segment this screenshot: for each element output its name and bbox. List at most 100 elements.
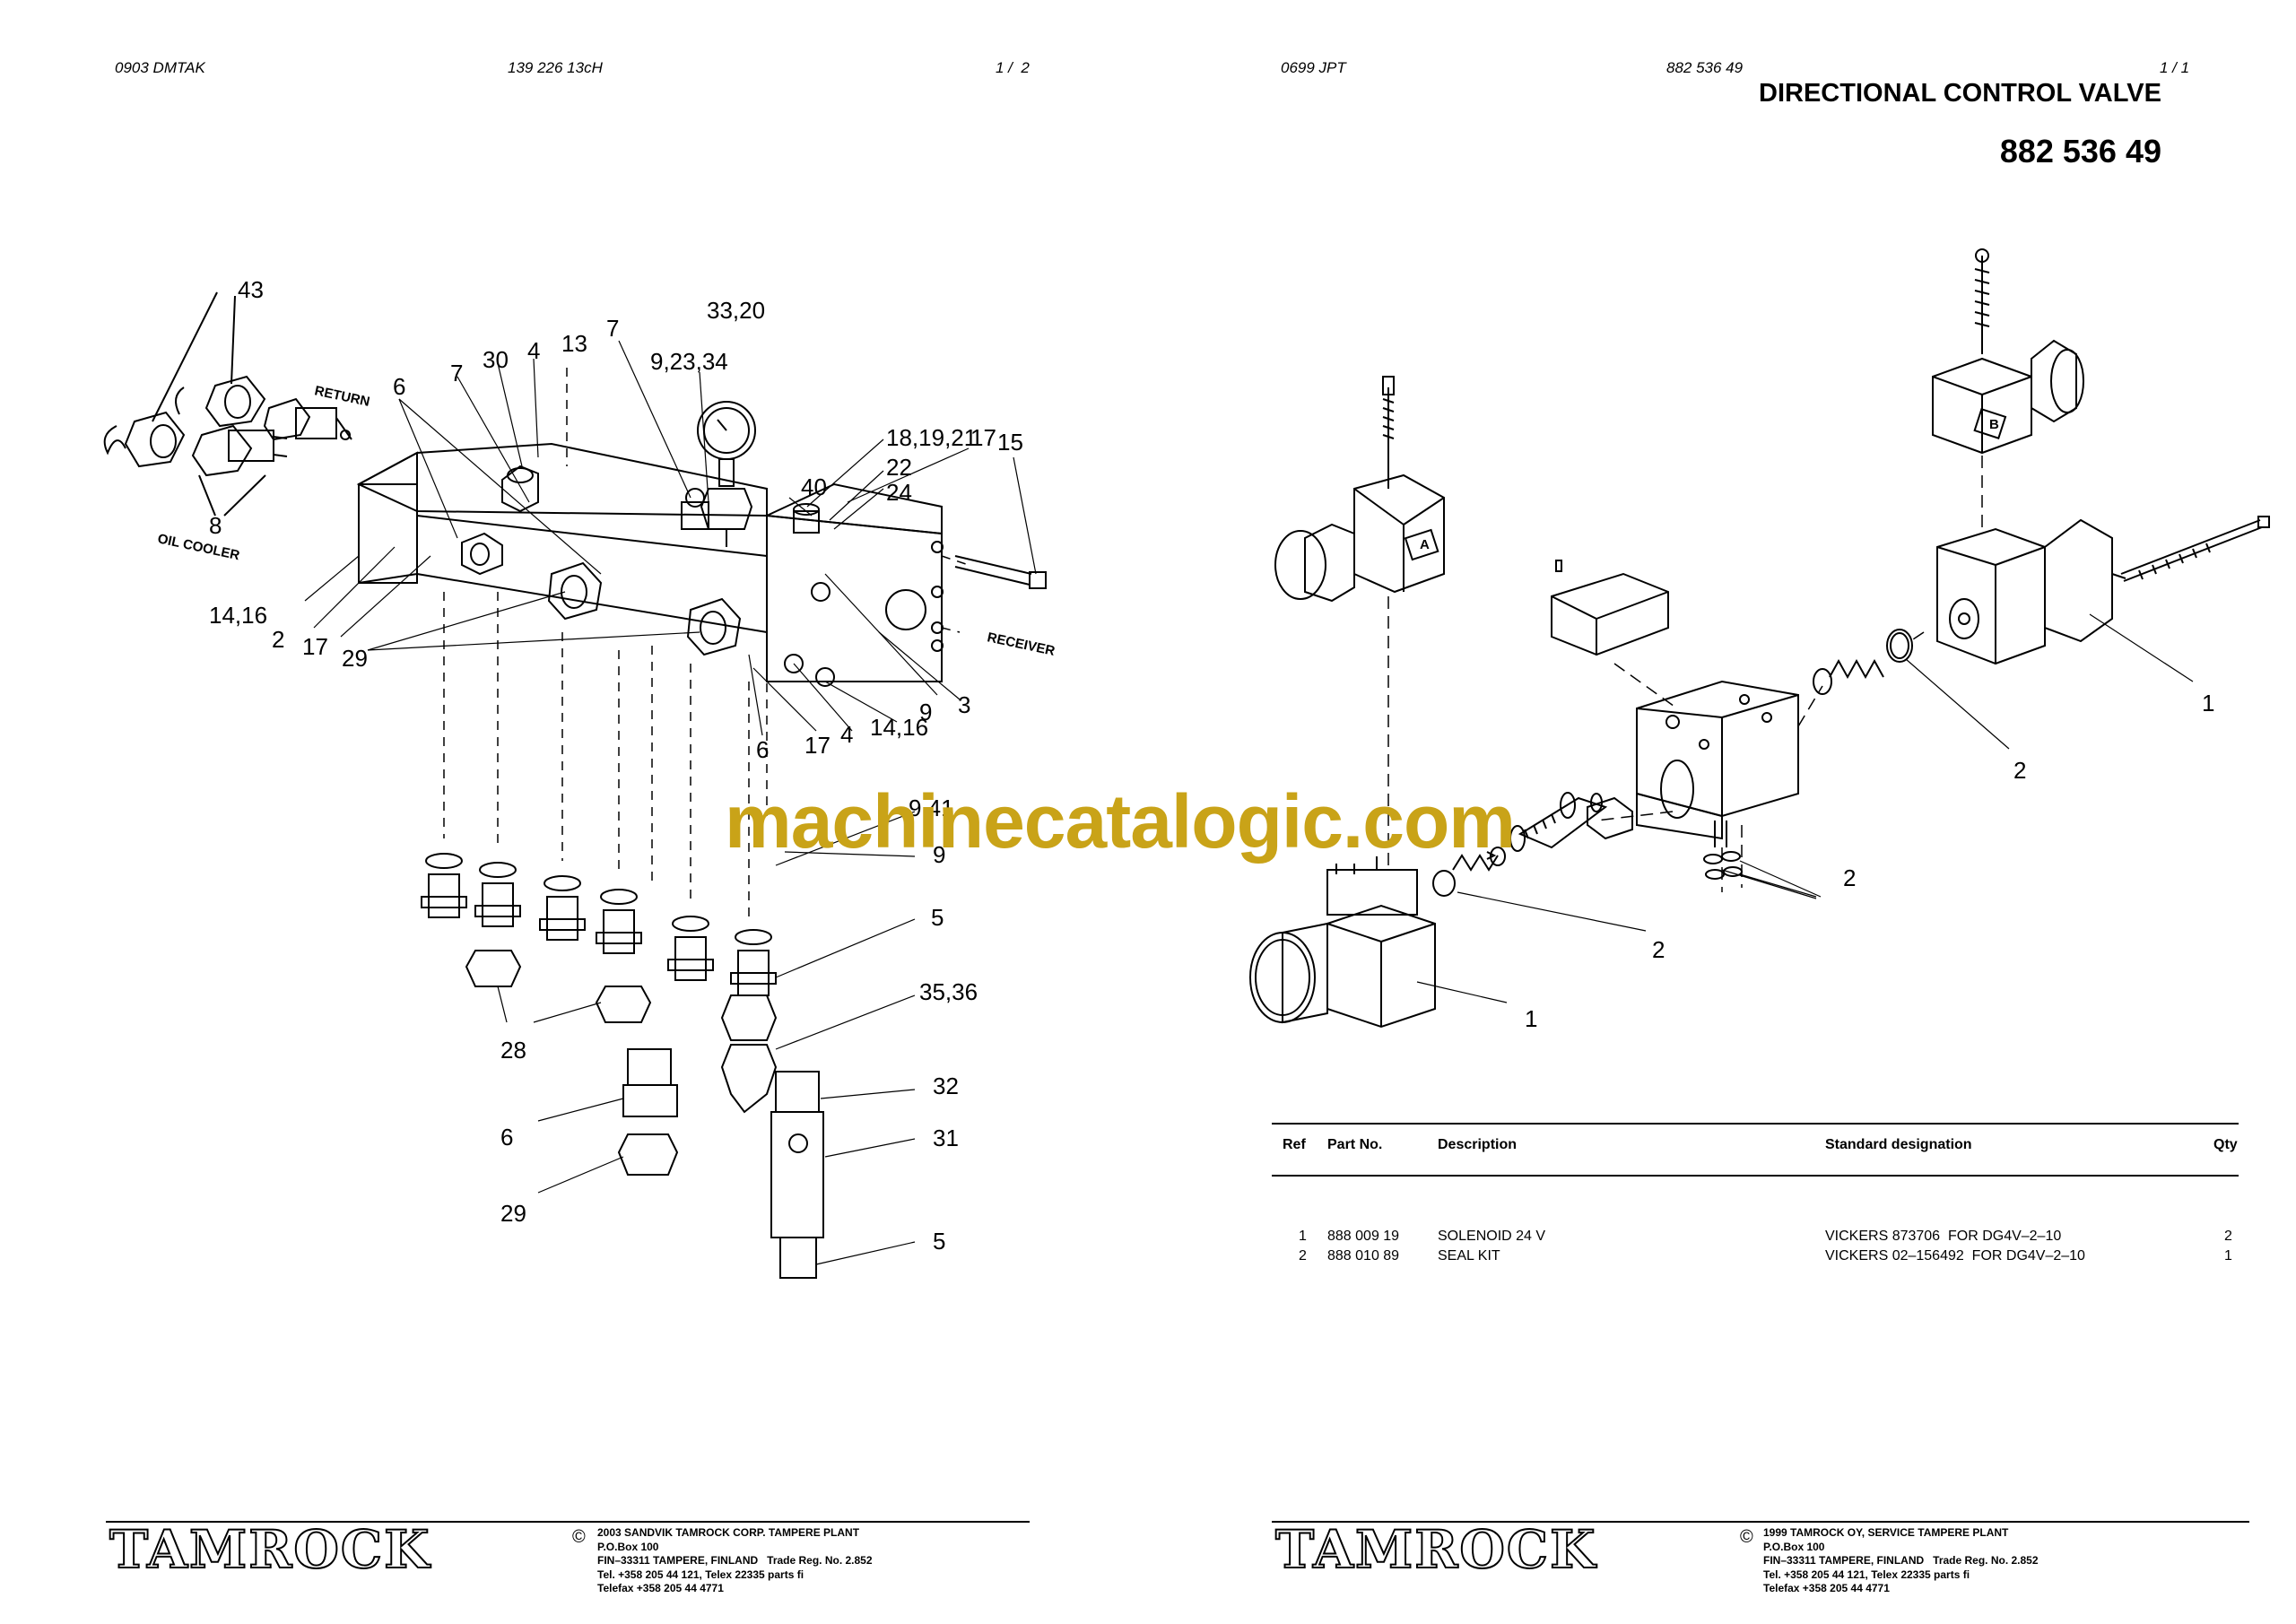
row-standard: VICKERS 873706 FOR DG4V–2–10 (1825, 1229, 2062, 1244)
right-header-page: 1 / 1 (2160, 59, 2190, 76)
tamrock-logo-text: TAMROCK (109, 1524, 431, 1578)
left-callouts: 43 30 4 13 7 33,20 6 7 9,23,34 18,19,21 … (209, 276, 1023, 1255)
callout-40: 40 (801, 473, 827, 500)
oil-cooler-tag: OIL COOLER (156, 531, 241, 563)
table-top-rule (1272, 1123, 2239, 1125)
callout-7b: 7 (450, 360, 463, 386)
callout-22: 22 (886, 454, 912, 481)
row-qty: 2 (2224, 1229, 2232, 1244)
tamrock-logo: TAMROCK (1274, 1524, 1597, 1578)
right-footer-line-1: 1999 TAMROCK OY, SERVICE TAMPERE PLANT (1763, 1526, 2009, 1539)
callout-30: 30 (483, 346, 509, 373)
right-footer-rule (1272, 1521, 2249, 1523)
row-part-no: 888 010 89 (1327, 1248, 1400, 1264)
right-footer-line-5: Telefax +358 205 44 4771 (1763, 1582, 1890, 1594)
watermark: machinecatalogic.com (725, 779, 1516, 864)
col-qty: Qty (2213, 1137, 2238, 1152)
right-catalog-page: 0699 JPT 882 536 49 1 / 1 DIRECTIONAL CO… (1148, 0, 2296, 1624)
long-bolt (954, 555, 1047, 589)
coil-a (1274, 376, 1445, 603)
spring-and-seal-upper (1813, 629, 1913, 695)
right-footer-line-2: P.O.Box 100 (1763, 1540, 1825, 1553)
tamrock-logo: TAMROCK (109, 1524, 431, 1578)
solenoid-lower (1249, 856, 1436, 1029)
row-description: SEAL KIT (1438, 1248, 1500, 1264)
left-header-page: 1 / 2 (996, 59, 1030, 76)
right-copyright-symbol: © (1740, 1527, 1753, 1547)
callout-17b: 17 (302, 633, 328, 660)
assembly-dash-lines (443, 368, 970, 919)
tamrock-logo-text: TAMROCK (1275, 1524, 1597, 1578)
callout-8: 8 (209, 512, 222, 539)
part-number-title: 882 536 49 (1999, 133, 2161, 169)
left-footer-rule (106, 1521, 1030, 1523)
table-header-rule (1272, 1175, 2239, 1177)
callout-1-upper: 1 (2202, 690, 2214, 716)
callout-29b: 29 (500, 1200, 526, 1227)
callout-7: 7 (606, 315, 619, 342)
right-footer-line-3: FIN–33311 TAMPERE, FINLAND Trade Reg. No… (1763, 1554, 2039, 1567)
col-part-no: Part No. (1327, 1137, 1383, 1152)
callout-28: 28 (500, 1037, 526, 1064)
left-header-doc-number: 139 226 13cH (508, 59, 603, 76)
left-footer-line-3: FIN–33311 TAMPERE, FINLAND Trade Reg. No… (597, 1554, 873, 1567)
callout-2-lower: 2 (1652, 936, 1665, 963)
left-copyright-symbol: © (572, 1527, 586, 1547)
left-header-code: 0903 DMTAK (115, 59, 205, 76)
right-footer-address: 1999 TAMROCK OY, SERVICE TAMPERE PLANT P… (1763, 1526, 2039, 1596)
left-footer-line-1: 2003 SANDVIK TAMROCK CORP. TAMPERE PLANT (597, 1526, 860, 1539)
callout-24: 24 (886, 479, 912, 506)
spring-and-seal-lower (1432, 847, 1506, 897)
callout-9-41: 9,41 (909, 795, 954, 821)
callout-33-20: 33,20 (707, 297, 765, 324)
right-header-code: 0699 JPT (1281, 59, 1346, 76)
callout-9-23-34: 9,23,34 (650, 348, 728, 375)
coil-b (1932, 248, 2084, 455)
col-ref: Ref (1283, 1137, 1306, 1152)
manifold-block (356, 442, 944, 687)
left-footer-line-5: Telefax +358 205 44 4771 (597, 1582, 724, 1594)
callout-13: 13 (561, 330, 587, 357)
callout-6c: 6 (500, 1124, 513, 1151)
left-footer-address: 2003 SANDVIK TAMROCK CORP. TAMPERE PLANT… (597, 1526, 873, 1596)
callout-17: 17 (970, 424, 996, 451)
callout-4: 4 (527, 337, 540, 364)
callout-leader-lines-right (1416, 613, 2194, 1003)
return-tag: RETURN (313, 383, 371, 410)
row-description: SOLENOID 24 V (1438, 1229, 1546, 1244)
callout-2-seals: 2 (1843, 864, 1856, 891)
callout-15: 15 (997, 429, 1023, 456)
spool (1509, 792, 1608, 852)
right-footer-line-4: Tel. +358 205 44 121, Telex 22335 parts … (1763, 1568, 1970, 1581)
callout-43: 43 (238, 276, 264, 303)
callout-5: 5 (931, 904, 944, 931)
callout-9b: 9 (933, 841, 945, 868)
callout-9: 9 (919, 699, 932, 725)
callout-14-16: 14,16 (209, 602, 267, 629)
coil-a-tag: A (1420, 537, 1430, 552)
coil-b-tag: B (1989, 417, 1999, 432)
solenoid-upper (1936, 516, 2270, 665)
callout-18-19-21: 18,19,21 (886, 424, 977, 451)
callout-4b: 4 (840, 721, 853, 748)
col-description: Description (1438, 1137, 1518, 1152)
receiver-tag: RECEIVER (986, 630, 1057, 659)
callout-2: 2 (272, 626, 284, 653)
right-header-doc-number: 882 536 49 (1666, 59, 1744, 76)
callout-5b: 5 (933, 1228, 945, 1255)
page-title: DIRECTIONAL CONTROL VALVE (1759, 79, 2161, 108)
callout-32: 32 (933, 1073, 959, 1099)
row-standard: VICKERS 02–156492 FOR DG4V–2–10 (1825, 1248, 2085, 1264)
callout-2-upper: 2 (2013, 757, 2026, 784)
cover-plate (1551, 560, 1669, 656)
directional-control-valve-drawing: A B 1 2 2 2 1 (1249, 248, 2270, 1032)
row-ref: 2 (1299, 1248, 1307, 1264)
assembly-dash-lines-right (1387, 456, 1983, 892)
right-callouts: 1 2 2 2 1 (1525, 690, 2214, 1032)
callout-29: 29 (342, 645, 368, 672)
callout-14-16b: 14,16 (870, 714, 928, 741)
callout-6b: 6 (756, 736, 769, 763)
callout-35-36: 35,36 (919, 978, 978, 1005)
callout-1-lower: 1 (1525, 1005, 1537, 1032)
row-qty: 1 (2224, 1248, 2232, 1264)
